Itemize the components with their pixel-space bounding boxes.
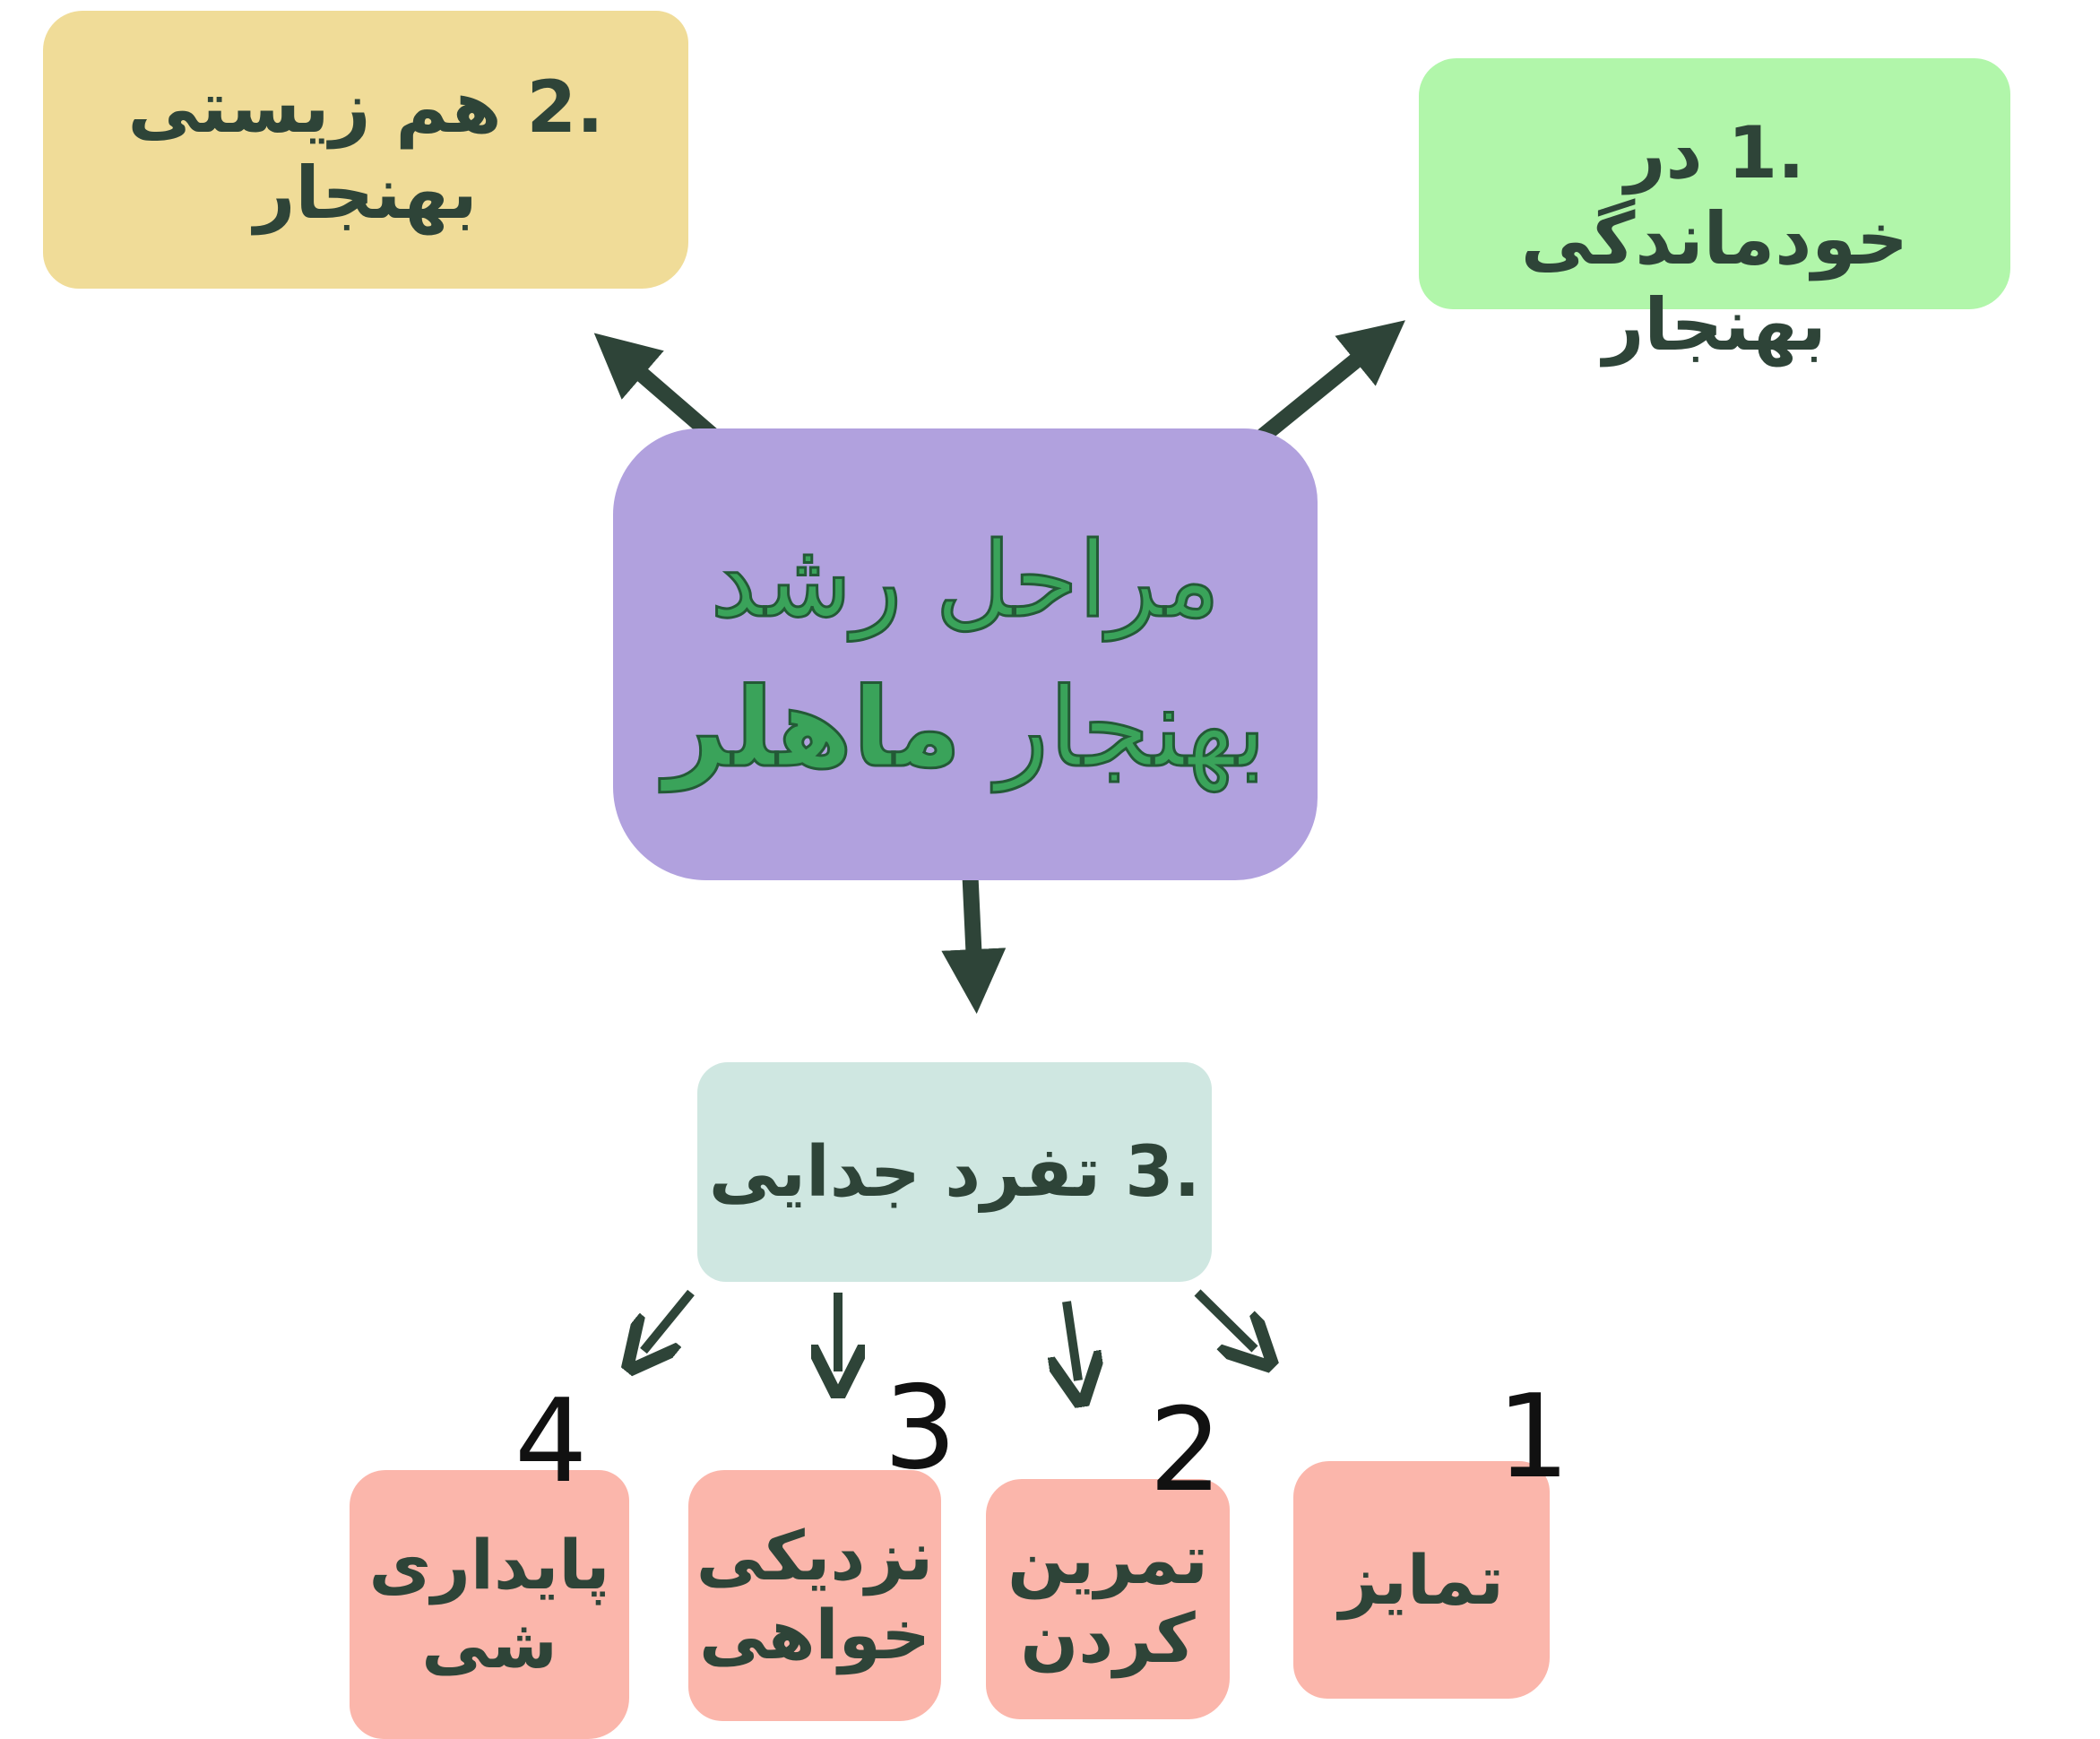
stage-1-line2: بهنجار	[1603, 283, 1827, 367]
substage-3-line2: خواهی	[698, 1595, 931, 1674]
arrow-to-distinction	[1194, 1289, 1255, 1349]
substage-4-number: 4	[514, 1375, 588, 1509]
substage-3-number: 3	[884, 1362, 957, 1495]
substage-4-line2: شی	[421, 1604, 557, 1683]
center-title-line2: بهنجار ماهلر	[662, 654, 1268, 801]
center-title-prefix: بهنجار	[961, 663, 1268, 793]
arrow-to-stability	[644, 1289, 695, 1351]
stage-1-autism-node: .1 در خودماندگی بهنجار	[1419, 58, 2010, 367]
center-title-line1: مراحل رشد	[709, 519, 1222, 643]
stage-2-symbiosis-node: .2 هم زیستی بهنجار	[43, 11, 688, 289]
substage-4-node: پایداری شی	[350, 1470, 629, 1739]
arrow-to-practice	[1067, 1301, 1078, 1380]
arrow-to-autism	[1246, 320, 1405, 452]
substage-2-number: 2	[1149, 1384, 1223, 1518]
substage-3-node: نزدیکی خواهی	[688, 1470, 941, 1721]
substage-2-line2: کردن	[1020, 1598, 1196, 1678]
central-topic-node: مراحل رشد بهنجار ماهلر	[613, 428, 1318, 880]
substage-1-number: 1	[1497, 1371, 1570, 1504]
stage-1-line1: .1 در خودماندگی	[1520, 111, 1909, 281]
stage-2-line1: .2 هم زیستی	[127, 65, 604, 149]
substage-4-line1: پایداری	[368, 1525, 610, 1605]
substage-2-node: تمرین کردن	[986, 1479, 1230, 1719]
center-title-mahler: ماهلر	[662, 663, 963, 793]
substage-1-node: تمایز	[1293, 1461, 1550, 1699]
stage-3-individuation-node: .3 تفرد جدایی	[697, 1062, 1212, 1282]
substage-1-line1: تمایز	[1339, 1539, 1504, 1620]
stage-2-line2: بهنجار	[254, 151, 478, 235]
substage-2-line1: تمرین	[1007, 1519, 1208, 1599]
substage-3-line1: نزدیکی	[696, 1516, 934, 1596]
stage-3-label: .3 تفرد جدایی	[708, 1131, 1201, 1213]
